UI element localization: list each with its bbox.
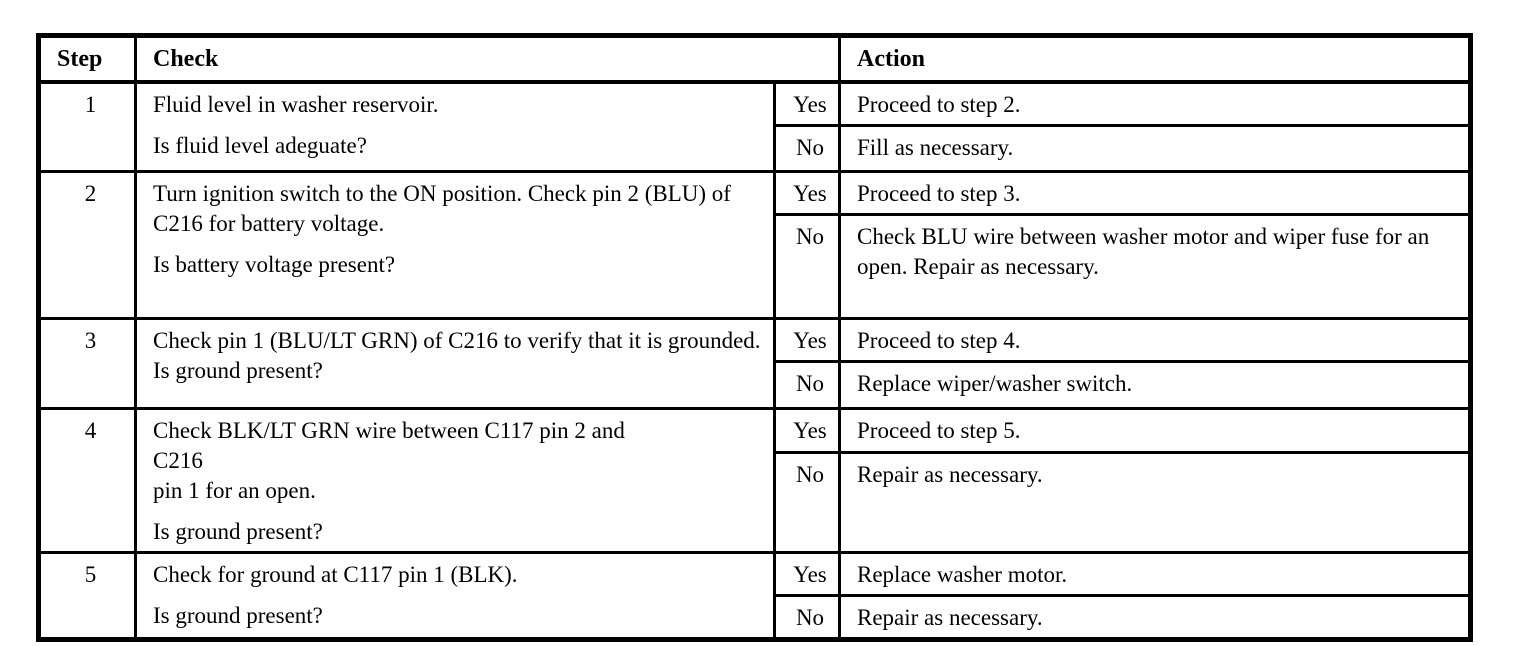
yes-action: Proceed to step 2. [838,80,1472,127]
check-cell: Turn ignition switch to the ON position.… [134,169,776,320]
yes-label: Yes [773,406,841,455]
yes-action: Proceed to step 3. [838,169,1472,216]
no-action: Repair as necessary. [838,593,1472,641]
check-paragraph: Check BLK/LT GRN wire between C117 pin 2… [153,417,625,503]
no-action: Check BLU wire between washer motor and … [838,212,1472,320]
no-label: No [773,212,841,320]
step-number: 5 [37,550,137,641]
no-label: No [773,593,841,641]
yes-action: Proceed to step 5. [838,406,1472,455]
check-cell: Check for ground at C117 pin 1 (BLK). Is… [134,550,776,641]
column-header-action: Action [838,34,1472,84]
no-label: No [773,359,841,410]
check-cell: Check pin 1 (BLU/LT GRN) of C216 to veri… [134,316,776,410]
check-paragraph: Is ground present? [153,602,323,628]
step-number: 2 [37,169,137,320]
table-row: No Repair as necessary. [39,451,1472,554]
diagnostic-table: Step Check Action 1 Fluid level in washe… [36,33,1473,642]
yes-label: Yes [773,316,841,363]
table-row: No Fill as necessary. [39,123,1472,173]
column-header-check: Check [134,34,841,84]
check-paragraph: Is battery voltage present? [153,251,396,277]
check-paragraph: Fluid level in washer reservoir. [153,91,439,117]
yes-label: Yes [773,169,841,216]
yes-label: Yes [773,550,841,597]
table-row: 3 Check pin 1 (BLU/LT GRN) of C216 to ve… [37,316,1472,410]
table-row: No Check BLU wire between washer motor a… [39,212,1472,320]
table-row: No Repair as necessary. [39,593,1472,641]
table-row: 2 Turn ignition switch to the ON positio… [37,169,1472,320]
table-row: No Replace wiper/washer switch. [39,359,1472,410]
step-number: 1 [37,80,137,173]
yes-action: Replace washer motor. [838,550,1472,597]
no-action: Fill as necessary. [838,123,1472,173]
column-header-step: Step [37,34,137,84]
check-cell: Check BLK/LT GRN wire between C117 pin 2… [134,406,776,554]
table-row: 1 Fluid level in washer reservoir. Is fl… [37,80,1472,173]
no-action: Repair as necessary. [838,451,1472,554]
yes-action: Proceed to step 4. [838,316,1472,363]
check-paragraph: Turn ignition switch to the ON position.… [153,180,731,236]
check-paragraph: Check pin 1 (BLU/LT GRN) of C216 to veri… [153,327,761,383]
check-paragraph: Check for ground at C117 pin 1 (BLK). [153,561,518,587]
step-number: 3 [37,316,137,410]
table-row: 4 Check BLK/LT GRN wire between C117 pin… [37,406,1472,554]
step-number: 4 [37,406,137,554]
yes-label: Yes [773,80,841,127]
header-row: Step Check Action [37,34,1472,84]
no-action: Replace wiper/washer switch. [838,359,1472,410]
check-cell: Fluid level in washer reservoir. Is flui… [134,80,776,173]
no-label: No [773,123,841,173]
no-label: No [773,451,841,554]
table-row: 5 Check for ground at C117 pin 1 (BLK). … [37,550,1472,641]
check-paragraph: Is fluid level adeguate? [153,132,367,158]
check-paragraph: Is ground present? [153,518,323,544]
